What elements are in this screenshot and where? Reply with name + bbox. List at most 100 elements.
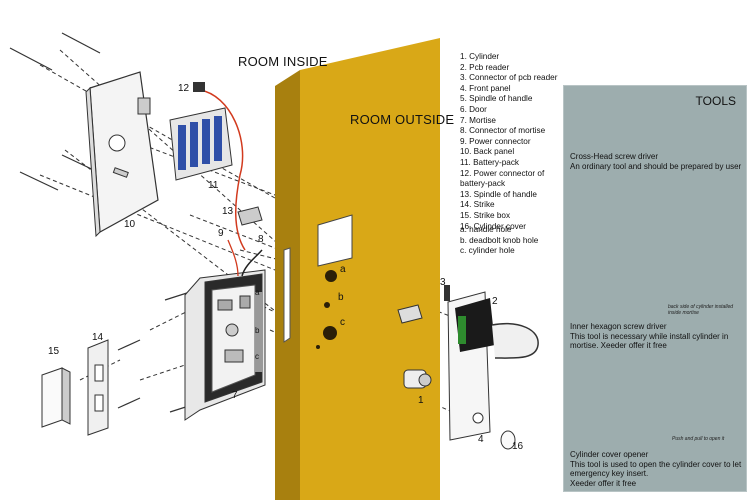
callout-11: 11 xyxy=(208,180,219,191)
opener-note: Push and pull to open it xyxy=(672,436,725,442)
legend-item: 9. Power connector xyxy=(460,136,531,146)
cylinder xyxy=(403,369,432,389)
callout-7: 7 xyxy=(232,390,238,401)
legend-item-number: 8 xyxy=(460,126,465,136)
hole-a-letter: a xyxy=(340,264,346,275)
mortise xyxy=(184,239,266,421)
legend-item-number: 14 xyxy=(460,200,470,210)
hole-legend-item: c. cylinder hole xyxy=(460,246,515,256)
opener-title: Cylinder cover opener xyxy=(570,450,649,459)
callout-4: 4 xyxy=(478,434,484,445)
legend-item-number: 16 xyxy=(460,221,470,231)
legend-item-label: Battery-pack xyxy=(473,157,520,167)
legend-item-number: 7 xyxy=(460,115,465,125)
legend-item: 8. Connector of mortise xyxy=(460,126,546,136)
hex-title: Inner hexagon screw driver xyxy=(570,322,667,331)
callout-14: 14 xyxy=(92,332,104,343)
opener-caption: Cylinder cover opener This tool is used … xyxy=(570,450,742,488)
legend-item-label: Mortise xyxy=(469,115,496,125)
legend-item-label: Spindle of handle xyxy=(469,94,533,104)
hole-legend-label: deadbolt knob hole xyxy=(469,235,539,245)
legend-item: 5. Spindle of handle xyxy=(460,94,533,104)
callout-16: 16 xyxy=(512,441,524,452)
hole-legend-label: handle hole xyxy=(469,225,512,234)
hole-legend-item: a. handle hole xyxy=(460,225,512,234)
legend-item-number: 10 xyxy=(460,147,470,157)
legend-item-label: Pcb reader xyxy=(469,62,510,72)
legend-item: 6. Door xyxy=(460,104,487,114)
back-panel xyxy=(85,71,159,238)
spindle-5 xyxy=(397,304,423,324)
legend-item: 11. Battery-pack xyxy=(460,157,520,167)
door xyxy=(275,38,440,500)
legend-item-label: Back panel xyxy=(473,147,515,157)
legend-item: 10. Back panel xyxy=(460,147,515,157)
mortise-b-letter: b xyxy=(255,326,260,335)
legend-item-number: 15 xyxy=(460,210,470,220)
legend-item-number: 4 xyxy=(460,83,465,93)
legend-item-number: 9 xyxy=(460,136,465,146)
legend-item-number: 1 xyxy=(460,52,465,61)
legend-item-number: 2 xyxy=(460,62,465,72)
legend-item: 2. Pcb reader xyxy=(460,62,510,72)
spindle-13 xyxy=(237,206,263,226)
legend-item-label: Connector of mortise xyxy=(469,126,546,136)
callout-2: 2 xyxy=(492,296,498,307)
legend-item-number: 6 xyxy=(460,104,465,114)
legend-item-number: 5 xyxy=(460,94,465,104)
legend-item: 16. Cylinder cover xyxy=(460,221,526,231)
hex-caption: Inner hexagon screw driver This tool is … xyxy=(570,322,742,351)
mortise-c-letter: c xyxy=(255,352,259,361)
legend-item: 13. Spindle of handle xyxy=(460,189,537,199)
hole-legend-key: a xyxy=(460,225,465,234)
hole-legend-key: b xyxy=(460,235,465,245)
legend-item: 3. Connector of pcb reader xyxy=(460,73,558,83)
battery-pack xyxy=(169,82,246,251)
legend-item-label: Door xyxy=(469,104,487,114)
hex-note: back side of cylinder installed inside m… xyxy=(668,304,734,316)
screwdriver-caption: Cross-Head screw driver An ordinary tool… xyxy=(570,152,742,171)
hole-legend-label: cylinder hole xyxy=(468,246,515,256)
legend-item: 14. Strike xyxy=(460,200,495,210)
legend-item-number: 13 xyxy=(460,189,470,199)
legend-item: 1. Cylinder xyxy=(460,52,500,61)
legend-item-label: Cylinder xyxy=(469,52,500,61)
callout-1: 1 xyxy=(418,395,424,406)
tools-title: TOOLS xyxy=(695,94,736,108)
opener-desc: This tool is used to open the cylinder c… xyxy=(570,459,742,479)
tools-panel: TOOLS Cross-Head screw driver An ordinar… xyxy=(563,85,747,492)
hex-desc: This tool is necessary while install cyl… xyxy=(570,331,729,351)
legend-item-label: Connector of pcb reader xyxy=(469,73,558,83)
legend-item-label: Front panel xyxy=(469,83,511,93)
screwdriver-desc: An ordinary tool and should be prepared … xyxy=(570,161,742,171)
hole-legend-key: c xyxy=(460,246,465,256)
hole-legend-item: b. deadbolt knob hole xyxy=(460,235,539,245)
legend-item-label: Power connector of battery-pack xyxy=(460,168,545,189)
front-panel xyxy=(444,285,539,441)
screwdriver-title: Cross-Head screw driver xyxy=(570,152,659,161)
legend-item-label: Power connector xyxy=(469,136,531,146)
legend-item-number: 11 xyxy=(460,157,469,167)
legend-item-label: Spindle of handle xyxy=(473,189,537,199)
callout-13: 13 xyxy=(222,206,234,217)
legend-item-label: Strike box xyxy=(473,210,511,220)
hole-c-letter: c xyxy=(340,317,345,328)
callout-8: 8 xyxy=(258,234,264,245)
legend-item-number: 3 xyxy=(460,73,465,83)
room-inside-heading: ROOM INSIDE xyxy=(238,54,328,69)
callout-10: 10 xyxy=(124,219,136,230)
cylinder-cover xyxy=(500,430,516,450)
hole-b-letter: b xyxy=(338,292,344,303)
opener-offer: Xeeder offer it free xyxy=(570,478,637,488)
callout-12: 12 xyxy=(178,83,190,94)
legend-item-label: Strike xyxy=(473,200,495,210)
callout-9: 9 xyxy=(218,228,224,239)
strike xyxy=(87,339,109,436)
strike-box xyxy=(41,367,71,428)
mortise-a-letter: a xyxy=(255,288,260,297)
legend-item-number: 12 xyxy=(460,168,470,178)
legend-item: 15. Strike box xyxy=(460,210,511,220)
